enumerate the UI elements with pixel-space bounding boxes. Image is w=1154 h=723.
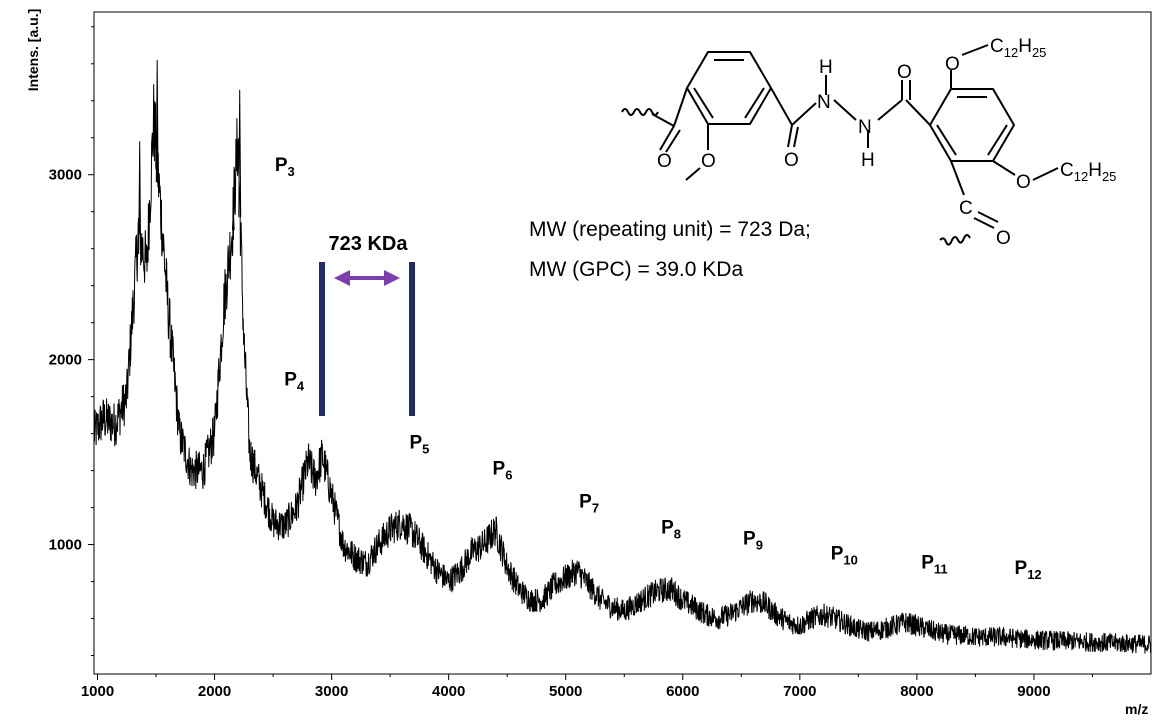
x-tick-label: 1000: [81, 683, 114, 700]
alkyl-chain-bottom: C12H25: [1060, 160, 1116, 184]
spacing-arrow-head-right: [384, 270, 400, 286]
atom-h-bottom: H: [861, 150, 875, 171]
y-axis-title: Intens. [a.u.]: [25, 9, 41, 91]
x-tick-label: 2000: [198, 683, 231, 700]
chemical-structure: [621, 44, 1059, 246]
x-tick-label: 5000: [549, 683, 582, 700]
y-tick-label: 2000: [49, 352, 82, 369]
peak-label-p8: P8: [661, 517, 681, 541]
benzene-ring-left: [685, 51, 773, 125]
peak-label-p9: P9: [743, 529, 763, 553]
peak-label-p6: P6: [493, 458, 513, 482]
plot-frame: [93, 11, 1152, 675]
y-tick-label: 1000: [49, 537, 82, 554]
atom-o-ketone-left: O: [657, 151, 672, 172]
alkyl-chain-top: C12H25: [990, 36, 1046, 60]
peak-label-p11: P11: [921, 553, 947, 577]
x-tick-label: 8000: [900, 683, 933, 700]
x-axis: 1000 2000 3000 4000 5000 6000 7000 8000 9000: [81, 674, 1093, 700]
wavy-bond-left: [621, 108, 659, 116]
atom-o-ketone-bottom: O: [996, 228, 1011, 249]
peak-label-p12: P12: [1015, 558, 1042, 582]
mw-repeating-unit-text: MW (repeating unit) = 723 Da;: [529, 218, 811, 241]
atom-c-ketone-bottom: C: [959, 198, 973, 219]
atom-h-top: H: [819, 57, 833, 78]
x-tick-label: 7000: [783, 683, 816, 700]
peak-label-p3: P3: [275, 155, 295, 179]
atom-o-amide-right: O: [897, 62, 912, 83]
atom-o-ether-bottom: O: [1016, 172, 1031, 193]
peak-label-p7: P7: [579, 492, 599, 516]
x-tick-label: 6000: [666, 683, 699, 700]
wavy-bond-bottom: [939, 234, 971, 246]
x-tick-label: 3000: [315, 683, 348, 700]
peak-label-p10: P10: [831, 543, 858, 567]
spacing-bar-right: [409, 262, 415, 416]
mw-gpc-text: MW (GPC) = 39.0 KDa: [529, 258, 743, 281]
atom-n-top: N: [817, 92, 831, 113]
atom-n-bottom: N: [858, 117, 872, 138]
y-tick-label: 3000: [49, 167, 82, 184]
structure-atom-labels: O O O H N N H O O O C O C12H25 C12H25: [657, 36, 1116, 249]
y-axis: 1000 2000 3000: [49, 26, 94, 657]
x-axis-title: m/z: [1125, 701, 1148, 717]
atom-o-methoxy: O: [701, 151, 716, 172]
atom-o-ether-top: O: [945, 54, 960, 75]
atom-o-amide-left: O: [784, 150, 799, 171]
spacing-bar-left: [319, 262, 325, 416]
spacing-arrow-head-left: [334, 270, 350, 286]
spectrum-trace: [93, 60, 1152, 654]
repeat-spacing-annotation: 723 KDa: [319, 233, 415, 416]
x-tick-label: 9000: [1017, 683, 1050, 700]
peak-label-p5: P5: [409, 432, 429, 456]
benzene-ring-right: [928, 88, 1016, 162]
peak-label-p4: P4: [284, 370, 305, 394]
x-tick-label: 4000: [432, 683, 465, 700]
spacing-label: 723 KDa: [329, 233, 409, 255]
